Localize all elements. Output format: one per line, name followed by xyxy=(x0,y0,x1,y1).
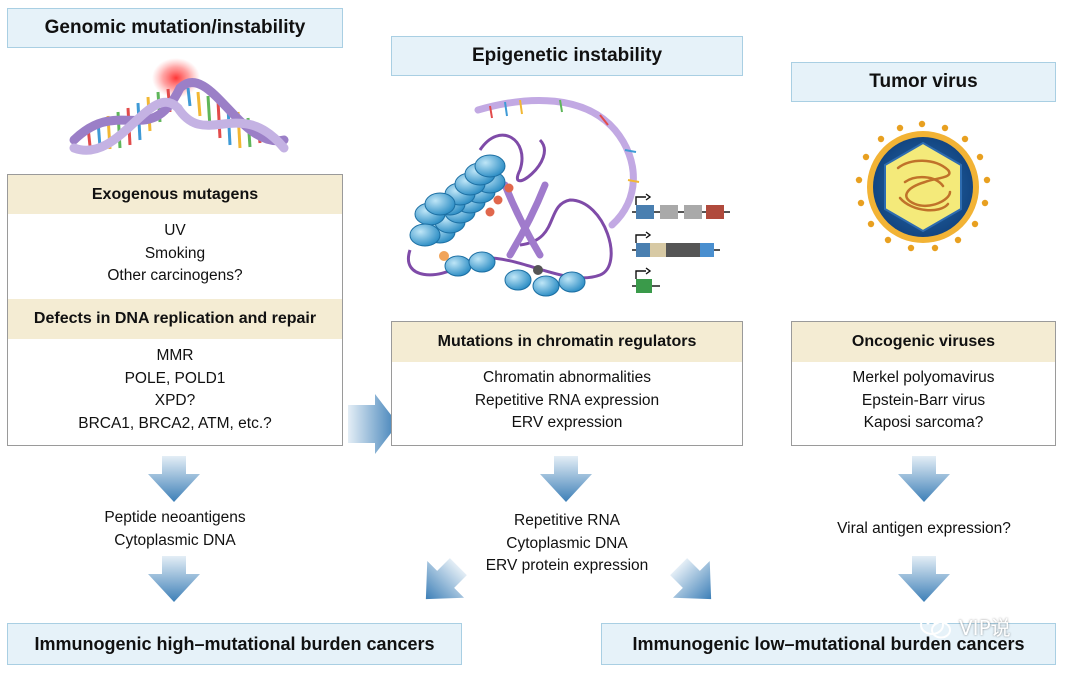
virus-outputs: Viral antigen expression? xyxy=(804,518,1044,541)
list-item: ERV protein expression xyxy=(485,557,649,574)
list-item: Cytoplasmic DNA xyxy=(506,534,628,552)
list-item: Chromatin abnormalities xyxy=(483,369,651,386)
list-item: Cytoplasmic DNA xyxy=(114,531,236,549)
list-item: Repetitive RNA xyxy=(514,512,620,529)
oncogenic-viruses-heading: Oncogenic viruses xyxy=(792,322,1055,362)
exogenous-mutagens-heading: Exogenous mutagens xyxy=(8,175,342,214)
list-item: Other carcinogens? xyxy=(107,267,243,284)
chromatin-icon xyxy=(406,96,730,297)
list-item: UV xyxy=(164,222,186,239)
tumor-virus-title: Tumor virus xyxy=(791,62,1056,102)
high-tmb-cancers-box: Immunogenic high–mutational burden cance… xyxy=(7,623,462,665)
watermark: VIP说 xyxy=(919,612,1011,641)
dna-helix-icon xyxy=(69,58,289,155)
gene-bars xyxy=(632,193,730,293)
chromatin-regulators-heading: Mutations in chromatin regulators xyxy=(392,322,742,362)
genomic-panel: Exogenous mutagens UV Smoking Other carc… xyxy=(7,174,343,446)
watermark-text: VIP说 xyxy=(959,616,1011,640)
list-item: Smoking xyxy=(144,244,206,262)
list-item: Viral antigen expression? xyxy=(837,520,1011,537)
epigenetic-title: Epigenetic instability xyxy=(391,36,743,76)
list-item: Epstein-Barr virus xyxy=(861,391,986,409)
list-item: BRCA1, BRCA2, ATM, etc.? xyxy=(78,414,272,432)
list-item: ERV expression xyxy=(511,414,623,431)
exogenous-mutagens-list: UV Smoking Other carcinogens? xyxy=(8,220,342,288)
genomic-title: Genomic mutation/instability xyxy=(7,8,343,48)
chromatin-regulators-panel: Mutations in chromatin regulators Chroma… xyxy=(391,321,743,446)
dna-repair-defects-heading: Defects in DNA replication and repair xyxy=(8,299,342,339)
dna-repair-defects-list: MMR POLE, POLD1 XPD? BRCA1, BRCA2, ATM, … xyxy=(8,345,342,435)
list-item: Repetitive RNA expression xyxy=(474,391,660,409)
chromatin-regulators-list: Chromatin abnormalities Repetitive RNA e… xyxy=(392,367,742,435)
epigenetic-outputs: Repetitive RNA Cytoplasmic DNA ERV prote… xyxy=(447,510,687,578)
list-item: POLE, POLD1 xyxy=(124,369,226,387)
oncogenic-viruses-panel: Oncogenic viruses Merkel polyomavirus Ep… xyxy=(791,321,1056,446)
list-item: XPD? xyxy=(154,392,196,409)
genomic-outputs: Peptide neoantigens Cytoplasmic DNA xyxy=(40,507,310,552)
list-item: Kaposi sarcoma? xyxy=(863,414,984,431)
list-item: Peptide neoantigens xyxy=(104,509,246,526)
list-item: MMR xyxy=(156,347,194,364)
wechat-icon xyxy=(920,614,951,638)
virus-particle-icon xyxy=(855,120,991,252)
list-item: Merkel polyomavirus xyxy=(852,369,995,386)
low-tmb-cancers-box: Immunogenic low–mutational burden cancer… xyxy=(601,623,1056,665)
oncogenic-viruses-list: Merkel polyomavirus Epstein-Barr virus K… xyxy=(792,367,1055,435)
